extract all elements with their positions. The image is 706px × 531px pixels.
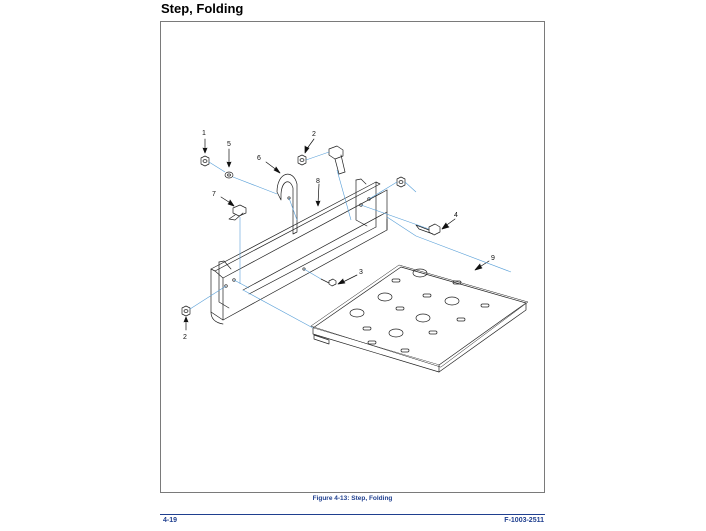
document-id: F-1003-2511	[504, 517, 544, 524]
callout-1: 1	[202, 130, 206, 137]
callout-labels: 1 5 6 2 8 7 4 9 3 2	[183, 130, 495, 341]
washer-part-5	[224, 171, 234, 179]
callout-2-bottom: 2	[183, 334, 187, 341]
page-number: 4-19	[163, 517, 178, 524]
callout-arrows	[183, 138, 490, 331]
callout-4: 4	[454, 212, 458, 219]
nut-part-2-right	[396, 176, 406, 188]
latch	[276, 173, 298, 235]
bolt-part-7	[228, 204, 247, 221]
step-plate	[310, 264, 529, 373]
callout-7: 7	[212, 191, 216, 198]
nut-part-2-top	[297, 154, 307, 166]
mounting-bracket	[210, 178, 388, 325]
callout-5: 5	[227, 141, 231, 148]
figure-caption: Figure 4-13: Step, Folding	[312, 495, 393, 502]
callout-3: 3	[359, 269, 363, 276]
callout-8: 8	[316, 178, 320, 185]
bolt-part-4	[415, 223, 441, 236]
leader-lines	[189, 151, 512, 329]
callout-9: 9	[491, 255, 495, 262]
figure-frame: 1 5 6 2 8 7 4 9 3 2	[160, 21, 545, 493]
exploded-view-drawing: 1 5 6 2 8 7 4 9 3 2	[181, 130, 529, 373]
nut-part-1	[200, 155, 210, 167]
callout-6: 6	[257, 155, 261, 162]
callout-2-top: 2	[312, 131, 316, 138]
bolt-top	[328, 145, 346, 175]
nut-part-2-bottom	[181, 305, 191, 317]
screw-part-3	[302, 267, 337, 287]
footer-rule	[160, 514, 545, 515]
page-title: Step, Folding	[161, 1, 244, 16]
